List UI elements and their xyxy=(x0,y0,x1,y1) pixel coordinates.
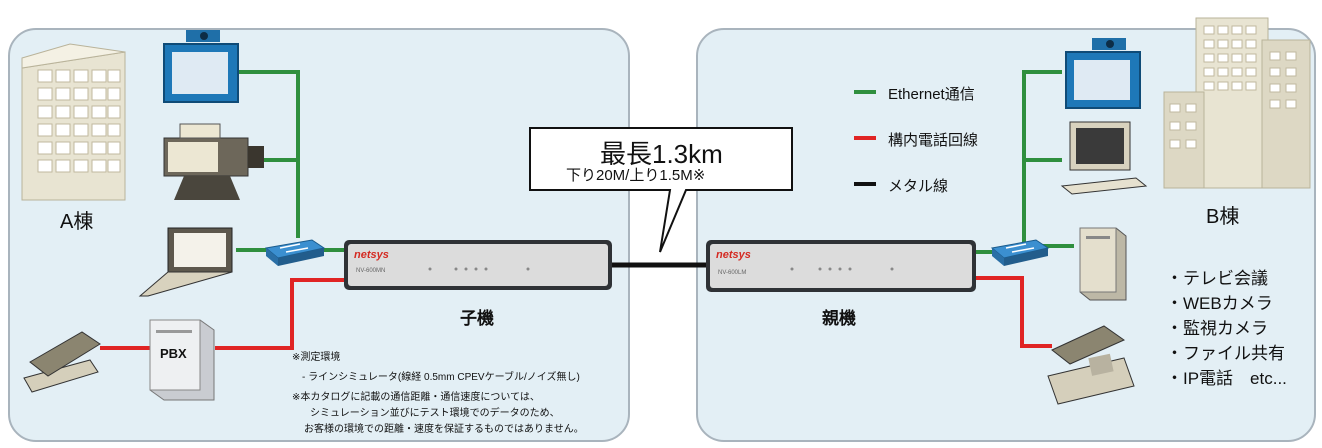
uses-list: ・テレビ会議 ・WEBカメラ ・監視カメラ ・ファイル共有 ・IP電話 etc.… xyxy=(1166,266,1287,391)
surveillance-camera-icon xyxy=(163,123,264,200)
pbx-label: PBX xyxy=(160,346,187,361)
server-icon xyxy=(1079,227,1127,301)
note-line-1: ※測定環境 xyxy=(292,352,341,363)
ethernet-lines-right xyxy=(976,70,1074,254)
pc-icon xyxy=(1060,121,1148,195)
parent-unit-logo: netsys xyxy=(716,249,751,261)
callout-title: 最長1.3km xyxy=(600,139,723,169)
building-b-label: B棟 xyxy=(1206,206,1240,228)
laptop-icon xyxy=(138,227,233,297)
note-line-5: お客様の環境での距離・速度を保証するものではありません。 xyxy=(304,424,584,435)
uses-item: ・ファイル共有 xyxy=(1166,344,1285,363)
uses-item: ・IP電話 etc... xyxy=(1166,369,1287,388)
note-line-2: - ラインシミュレータ(線経 0.5mm CPEVケーブル/ノイズ無し) xyxy=(302,372,580,383)
legend-label-phone: 構内電話回線 xyxy=(888,132,979,149)
building-b-icon xyxy=(1163,17,1311,189)
phone-icon-right xyxy=(1047,325,1135,405)
child-unit-label: 子機 xyxy=(460,309,494,328)
building-a-label: A棟 xyxy=(60,211,94,233)
phone-lines-left xyxy=(100,278,344,350)
legend-label-metal: メタル線 xyxy=(888,178,949,195)
pbx-icon xyxy=(149,319,215,401)
parent-unit-model: NV-600LM xyxy=(718,270,747,276)
note-line-4: シミュレーション並びにテスト環境でのデータのため、 xyxy=(310,408,560,419)
switch-hub-right xyxy=(990,239,1050,266)
uses-item: ・WEBカメラ xyxy=(1166,294,1273,313)
callout-bubble xyxy=(529,127,793,253)
uses-item: ・テレビ会議 xyxy=(1166,269,1268,288)
phone-icon-left xyxy=(23,331,101,393)
child-unit-model: NV-600MN xyxy=(356,268,386,274)
phone-line-right xyxy=(976,276,1052,348)
switch-hub-left xyxy=(264,239,326,266)
web-camera-icon-right xyxy=(1065,38,1141,109)
parent-unit-device xyxy=(706,240,976,292)
legend-label-ethernet: Ethernet通信 xyxy=(888,86,975,103)
parent-unit-label: 親機 xyxy=(822,309,856,328)
web-camera-icon xyxy=(163,30,239,103)
uses-item: ・監視カメラ xyxy=(1166,319,1268,338)
building-a-icon xyxy=(21,43,126,201)
child-unit-logo: netsys xyxy=(354,249,389,261)
child-unit-device xyxy=(344,240,612,290)
callout-subtitle: 下り20M/上り1.5M※ xyxy=(566,167,706,184)
note-line-3: ※本カタログに記載の通信距離・通信速度については、 xyxy=(292,392,540,403)
